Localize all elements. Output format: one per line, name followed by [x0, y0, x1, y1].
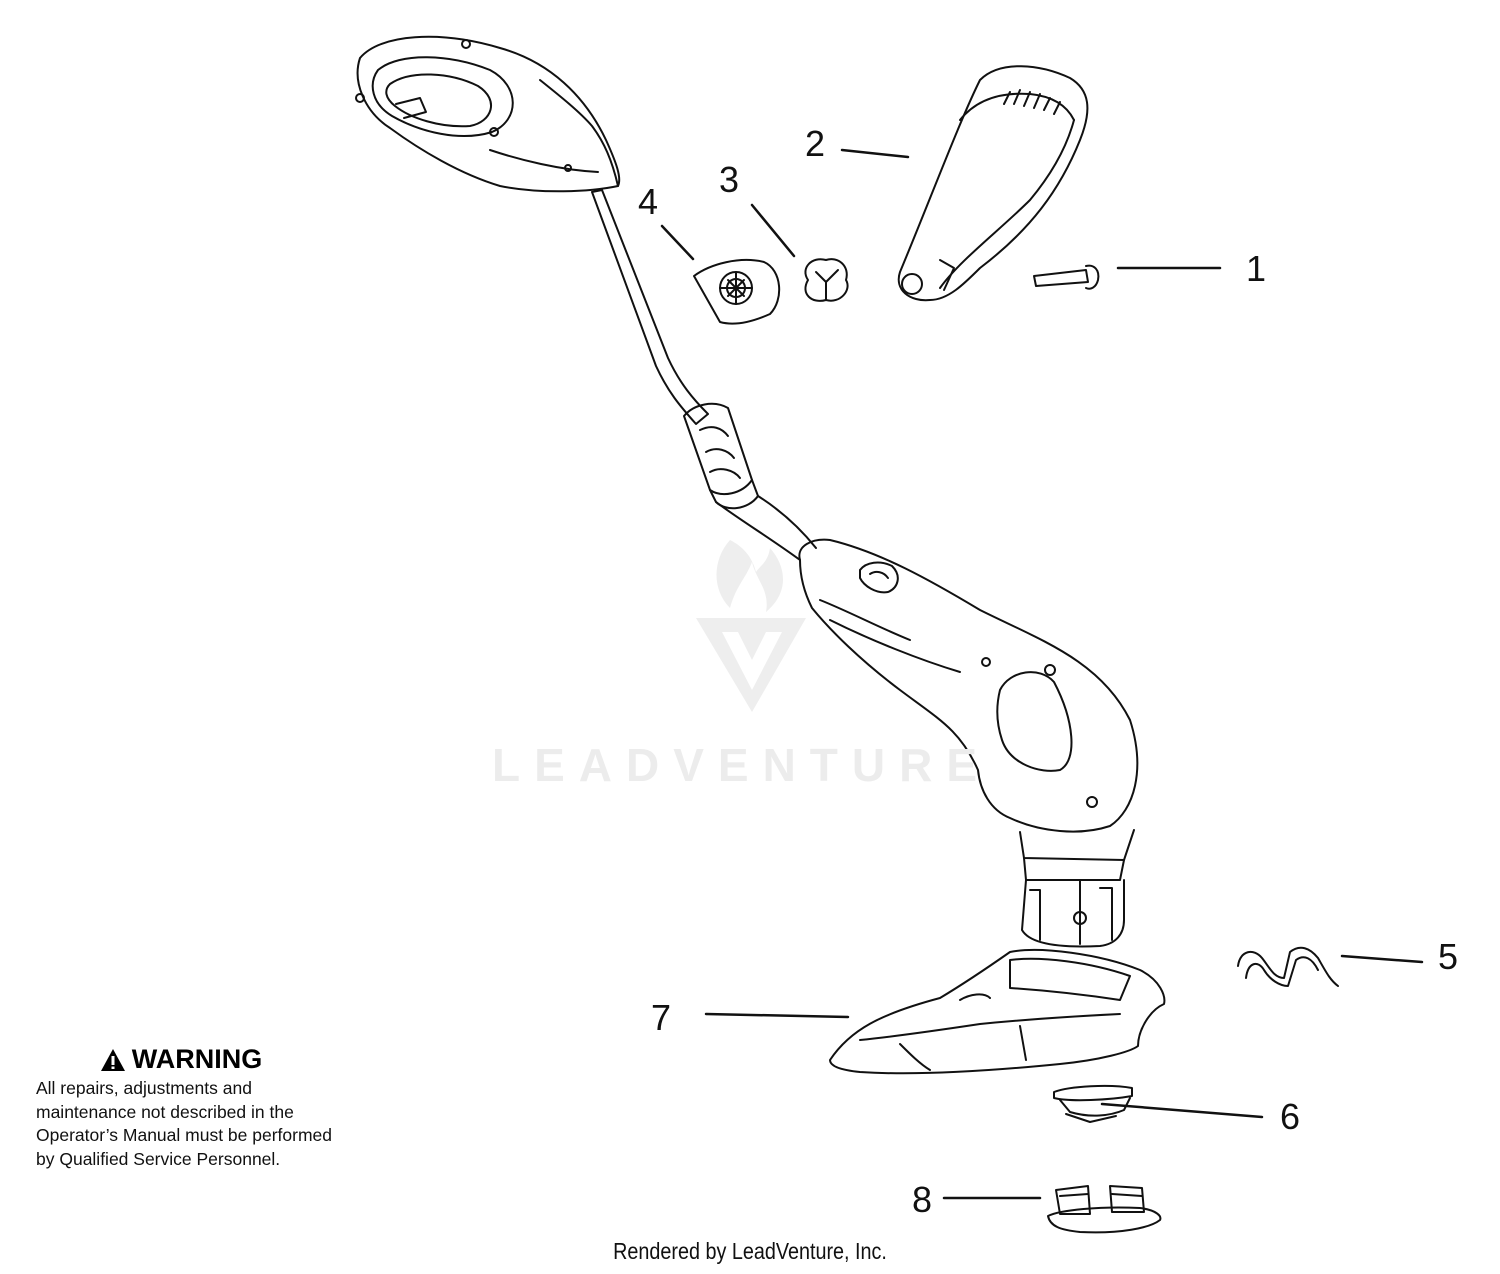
watermark-text: LEADVENTURE — [492, 739, 992, 791]
bolt-part — [1033, 264, 1100, 290]
callout-5: 5 — [1438, 936, 1459, 977]
warning-title: WARNING — [131, 1044, 263, 1074]
callout-2: 2 — [805, 123, 826, 164]
spool-washer-part — [1053, 1084, 1133, 1123]
callout-3: 3 — [719, 159, 740, 200]
callout-8: 8 — [912, 1179, 933, 1220]
spool-cap-part — [1047, 1185, 1162, 1234]
warning-text: All repairs, adjustments and maintenance… — [36, 1078, 333, 1169]
warning-triangle-icon — [100, 1048, 125, 1071]
knob-part — [804, 258, 849, 302]
shaft — [591, 189, 817, 561]
footer-credit: Rendered by LeadVenture, Inc. — [613, 1238, 887, 1264]
warning-heading: WARNING — [6, 1044, 356, 1075]
callout-4: 4 — [638, 181, 659, 222]
knob-housing-part — [693, 258, 781, 325]
wire-clip-part — [1237, 946, 1339, 987]
callout-7: 7 — [651, 997, 672, 1038]
leader-lines — [660, 148, 1424, 1200]
upper-handle — [355, 35, 621, 193]
watermark-logo — [696, 540, 806, 712]
callout-1: 1 — [1246, 248, 1267, 289]
assist-handle — [897, 65, 1089, 302]
guard-part — [829, 949, 1166, 1075]
callout-6: 6 — [1280, 1096, 1301, 1137]
motor-housing — [798, 538, 1139, 948]
warning-box: WARNING All repairs, adjustments and mai… — [36, 1044, 356, 1171]
